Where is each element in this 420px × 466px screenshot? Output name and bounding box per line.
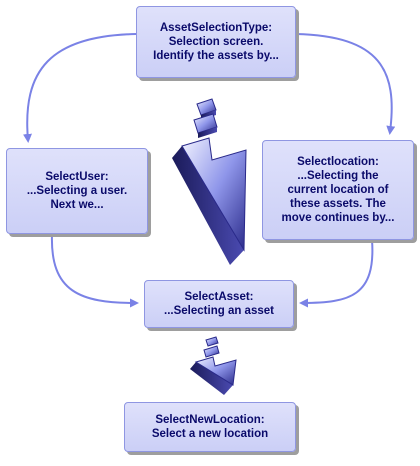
connector-type-to-location — [295, 33, 396, 135]
node-title: Selectlocation: — [297, 156, 379, 168]
node-text: these assets. The — [290, 198, 386, 210]
big-down-arrow-icon — [172, 98, 247, 265]
node-title: SelectNewLocation: — [155, 414, 265, 426]
node-select-location: Selectlocation: ...Selecting the current… — [262, 140, 414, 240]
node-text: ...Selecting a user. — [26, 185, 128, 197]
node-text: ...Selecting an asset — [164, 305, 274, 317]
node-text: current location of — [287, 184, 389, 196]
small-down-arrow-icon — [190, 336, 237, 395]
connector-user-to-asset — [50, 233, 139, 308]
node-title: SelectUser: — [45, 171, 109, 183]
node-text: move continues by... — [281, 212, 395, 224]
node-select-user: SelectUser: ...Selecting a user. Next we… — [6, 148, 148, 234]
node-select-asset: SelectAsset: ...Selecting an asset — [144, 280, 294, 328]
node-text: Next we... — [50, 199, 104, 211]
connector-type-to-user — [23, 33, 137, 143]
node-text: Selection screen. — [168, 36, 264, 48]
node-text: Select a new location — [151, 428, 269, 440]
node-text: ...Selecting the — [297, 170, 379, 182]
node-text: Identify the assets by... — [153, 50, 279, 62]
connector-location-to-asset — [299, 239, 374, 308]
node-title: AssetSelectionType: — [159, 22, 273, 34]
node-asset-selection-type: AssetSelectionType: Selection screen. Id… — [136, 6, 296, 78]
node-select-new-location: SelectNewLocation: Select a new location — [124, 402, 296, 452]
node-title: SelectAsset: — [184, 291, 254, 303]
